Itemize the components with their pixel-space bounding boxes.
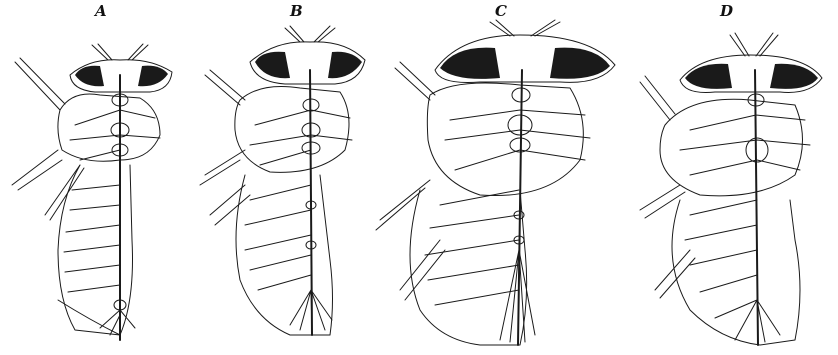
specimen-b [200,26,365,335]
specimen-a [12,44,172,340]
specimen-d [640,33,822,345]
specimen-c [376,20,615,345]
